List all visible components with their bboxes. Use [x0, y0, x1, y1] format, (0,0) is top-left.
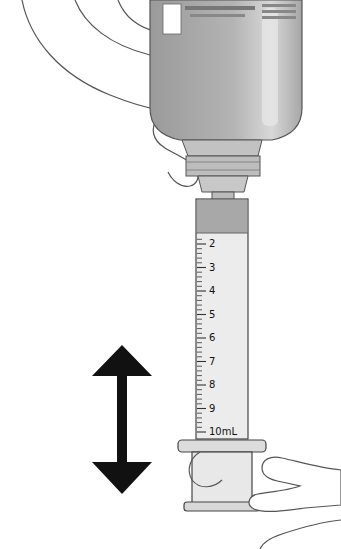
scale-tick	[197, 422, 202, 423]
scale-number: 3	[209, 262, 215, 274]
scale-number: 2	[209, 238, 215, 250]
scale-tick	[197, 276, 202, 277]
scale-tick	[197, 333, 202, 334]
scale-tick	[197, 408, 206, 409]
scale-tick	[197, 337, 206, 338]
scale-tick	[197, 356, 202, 357]
scale-number: 7	[209, 356, 215, 368]
scale-tick	[197, 375, 202, 376]
scale-tick	[197, 380, 202, 381]
scale-tick	[197, 399, 202, 400]
scale-tick	[197, 286, 202, 287]
scale-tick	[197, 366, 202, 367]
double-arrow	[92, 345, 152, 494]
scale-tick	[197, 361, 206, 362]
scale-tick	[197, 248, 202, 249]
scale-tick	[197, 258, 202, 259]
scale-tick	[197, 281, 202, 282]
scale-tick	[197, 342, 202, 343]
scale-tick	[197, 323, 202, 324]
scale-tick	[197, 272, 202, 273]
scale-tick	[197, 267, 206, 268]
scale-tick	[197, 314, 206, 315]
scale-number: 9	[209, 403, 215, 415]
scale-tick	[197, 243, 206, 244]
scale-tick	[197, 417, 202, 418]
scale-tick	[197, 295, 202, 296]
scale-tick	[197, 305, 202, 306]
scale-tick	[197, 427, 202, 428]
right-hand	[189, 452, 341, 549]
bottle	[150, 0, 302, 200]
scale-tick	[197, 239, 202, 240]
scale-number: 8	[209, 379, 215, 391]
syringe	[178, 199, 266, 511]
scale-tick	[197, 309, 202, 310]
scale-tick	[197, 328, 202, 329]
scale-number: 4	[209, 285, 215, 297]
scale-tick	[197, 347, 202, 348]
scale-tick	[197, 389, 202, 390]
scale-number: 10mL	[209, 426, 237, 438]
scale-ticks	[197, 239, 206, 432]
scale-tick	[197, 431, 206, 432]
scale-tick	[197, 384, 206, 385]
scale-tick	[197, 253, 202, 254]
scale-tick	[197, 319, 202, 320]
scale-tick	[197, 262, 202, 263]
scale-tick	[197, 413, 202, 414]
scale-number: 6	[209, 332, 215, 344]
scale-tick	[197, 370, 202, 371]
scale-tick	[197, 290, 206, 291]
scale-number: 5	[209, 309, 215, 321]
scale-tick	[197, 352, 202, 353]
scale-tick	[197, 403, 202, 404]
scale-tick	[197, 394, 202, 395]
scale-tick	[197, 300, 202, 301]
